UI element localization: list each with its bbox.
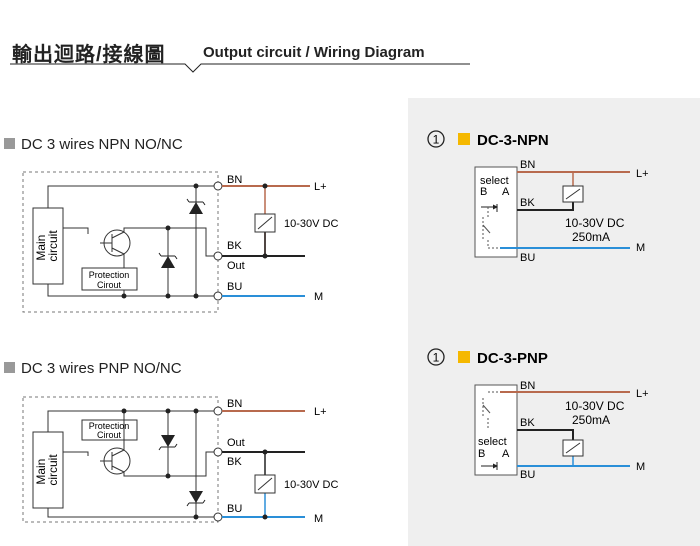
label-out: Out — [227, 437, 245, 449]
terminal-bu — [213, 512, 223, 522]
header-underline — [10, 63, 470, 73]
page-title-english: Output circuit / Wiring Diagram — [203, 44, 425, 61]
square-bullet-icon — [4, 138, 15, 149]
protection-label-1: Protection — [89, 421, 130, 431]
npn-right-title: DC-3-NPN — [477, 132, 549, 149]
label-b: B — [480, 186, 487, 198]
number-label: 1 — [433, 351, 440, 365]
terminal-bn — [213, 181, 223, 191]
label-bu: BU — [227, 503, 242, 515]
label-a: A — [502, 448, 510, 460]
label-bn: BN — [520, 380, 535, 392]
black-wire — [517, 429, 574, 440]
label-bu: BU — [227, 281, 242, 293]
label-bk: BK — [227, 240, 242, 252]
npn-section-title: DC 3 wires NPN NO/NC — [21, 136, 183, 153]
npn-wiring-right: 1 DC-3-NPN select B A BN BK BU L+ M 10-3… — [427, 130, 649, 264]
label-bn: BN — [227, 398, 242, 410]
pnp-right-title: DC-3-PNP — [477, 350, 548, 367]
label-a: A — [502, 186, 510, 198]
label-select: select — [478, 436, 507, 448]
label-bu: BU — [520, 469, 535, 481]
terminal-bk — [213, 251, 223, 261]
label-m: M — [314, 513, 323, 525]
terminal-bn — [213, 406, 223, 416]
internal-bottom-wire — [47, 284, 218, 297]
label-bu: BU — [520, 252, 535, 264]
main-circuit-label: Main circuit — [34, 454, 60, 486]
number-label: 1 — [433, 133, 440, 147]
black-wire — [517, 202, 574, 211]
page-title-chinese: 輸出迴路/接線圖 — [12, 44, 166, 66]
label-voltage: 10-30V DC — [284, 479, 338, 491]
label-b: B — [478, 448, 485, 460]
label-m: M — [636, 461, 645, 473]
label-lplus: L+ — [636, 168, 649, 180]
label-m: M — [314, 291, 323, 303]
label-current: 250mA — [572, 230, 610, 244]
protection-label-1: Protection — [89, 270, 130, 280]
label-m: M — [636, 242, 645, 254]
label-bk: BK — [520, 417, 535, 429]
pnp-diagram: Main circuit Protection Cirout BN Out — [22, 396, 338, 525]
zener-diode-icon — [161, 256, 175, 268]
protection-circuit-box — [81, 267, 138, 291]
label-bn: BN — [227, 174, 242, 186]
label-lplus: L+ — [314, 181, 327, 193]
label-bk: BK — [227, 456, 242, 468]
main-circuit-label: Main circuit — [34, 230, 60, 262]
label-voltage: 10-30V DC — [565, 216, 625, 230]
label-select: select — [480, 175, 509, 187]
protection-label-2: Cirout — [97, 280, 122, 290]
internal-top-wire — [47, 185, 218, 208]
square-bullet-icon — [4, 362, 15, 373]
pnp-section-heading: DC 3 wires PNP NO/NC — [4, 360, 182, 377]
zener-diode-icon — [161, 435, 175, 447]
npn-diagram: Main circuit Protection Cirout BN BK — [22, 171, 338, 313]
sensor-housing-dashed — [22, 396, 219, 523]
pnp-section-title: DC 3 wires PNP NO/NC — [21, 360, 182, 377]
pnp-wiring-right: 1 DC-3-PNP select B A BN BK BU L+ M 10-3… — [427, 348, 649, 481]
zener-diode-icon — [189, 202, 203, 214]
orange-square-icon — [458, 133, 470, 145]
terminal-bk — [213, 447, 223, 457]
number-circle-icon — [427, 348, 445, 366]
label-voltage: 10-30V DC — [284, 218, 338, 230]
label-bn: BN — [520, 159, 535, 171]
sensor-housing — [474, 166, 518, 258]
label-current: 250mA — [572, 413, 610, 427]
zener-diode-icon — [189, 491, 203, 503]
label-bk: BK — [520, 197, 535, 209]
protection-circuit-box — [81, 419, 138, 441]
sensor-housing — [474, 384, 518, 476]
protection-label-2: Cirout — [97, 430, 122, 440]
orange-square-icon — [458, 351, 470, 363]
label-lplus: L+ — [314, 406, 327, 418]
sensor-housing-dashed — [22, 171, 219, 313]
number-circle-icon — [427, 130, 445, 148]
npn-section-heading: DC 3 wires NPN NO/NC — [4, 136, 183, 153]
label-out: Out — [227, 260, 245, 272]
terminal-bu — [213, 291, 223, 301]
label-voltage: 10-30V DC — [565, 399, 625, 413]
label-lplus: L+ — [636, 388, 649, 400]
